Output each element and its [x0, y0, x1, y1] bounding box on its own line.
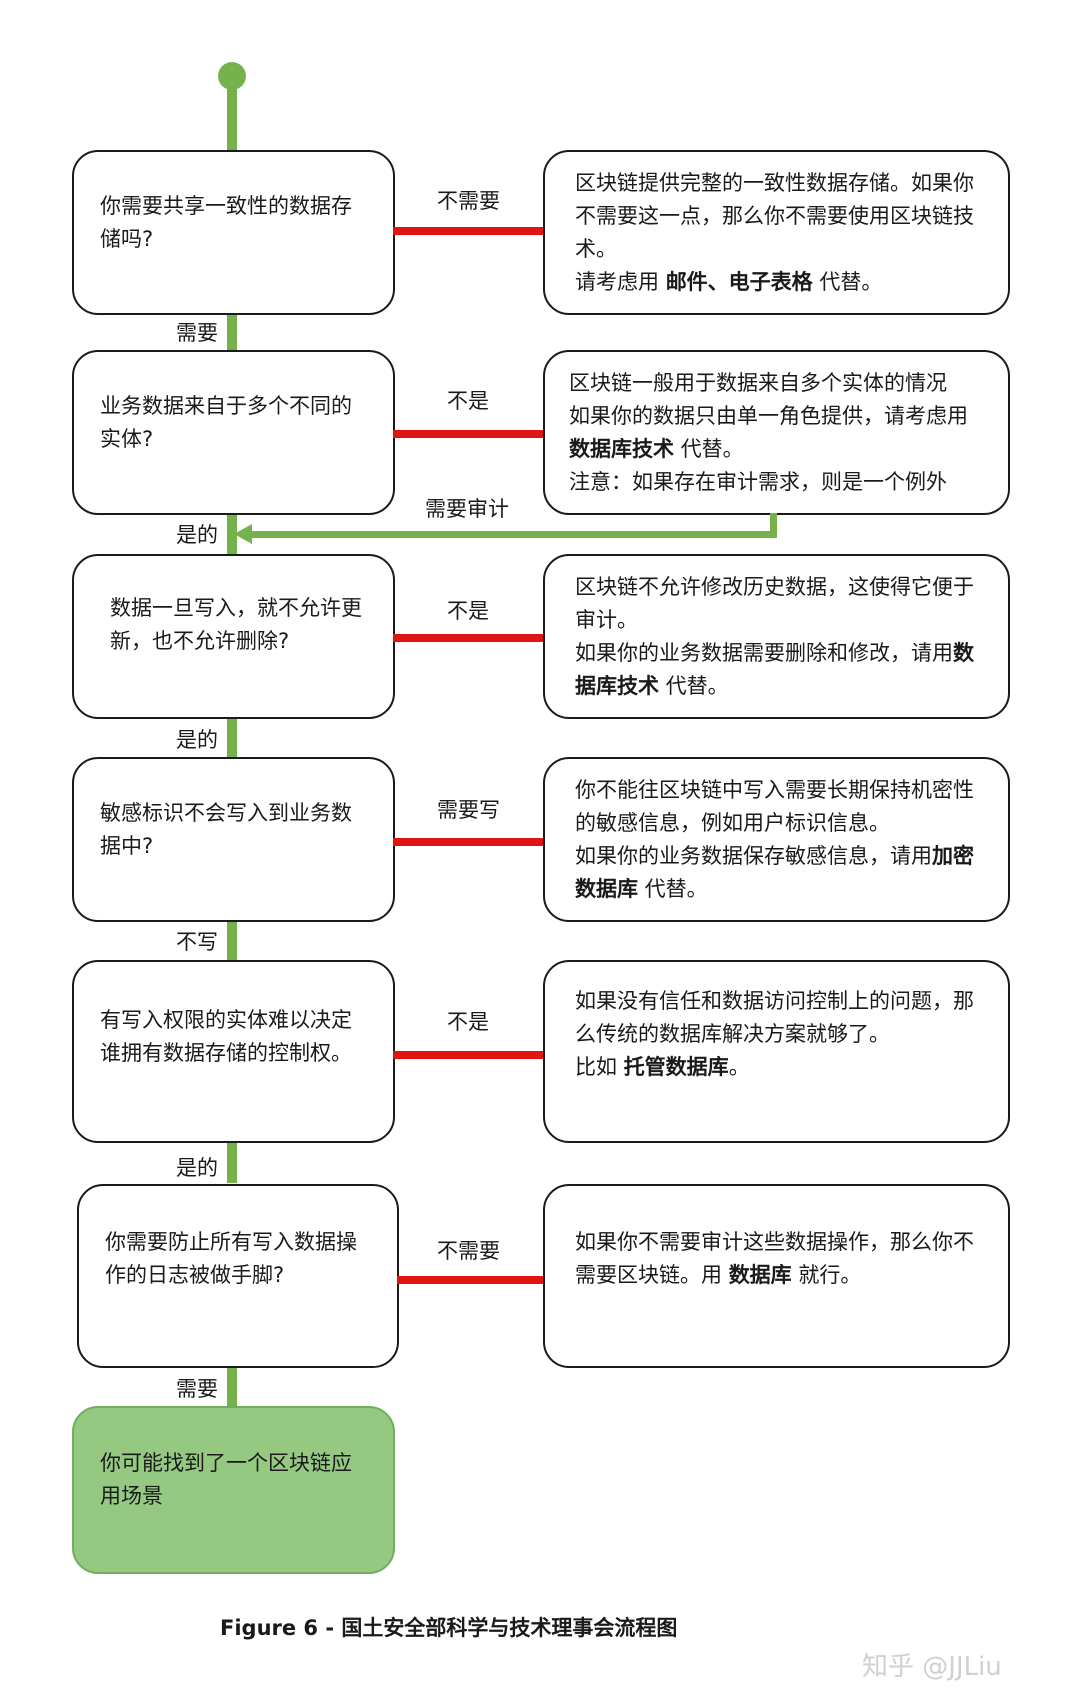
flow-line-start [227, 88, 237, 152]
question-text-1: 你需要共享一致性的数据存储吗? [100, 193, 352, 251]
question-text-3: 数据一旦写入，就不允许更新，也不允许删除? [110, 595, 362, 653]
answer-box-5: 如果没有信任和数据访问控制上的问题，那么传统的数据库解决方案就够了。 比如 托管… [543, 960, 1010, 1143]
no-connector-2 [393, 430, 545, 438]
yes-label-4: 不写 [176, 930, 218, 954]
flow-line-5 [227, 1139, 237, 1183]
yes-label-2: 是的 [176, 523, 218, 547]
start-dot [218, 62, 246, 90]
flow-line-3 [227, 715, 237, 759]
answer-text-6: 如果你不需要审计这些数据操作，那么你不需要区块链。用 数据库 就行。 [575, 1230, 974, 1287]
final-text: 你可能找到了一个区块链应用场景 [100, 1451, 352, 1508]
question-text-4: 敏感标识不会写入到业务数据中? [100, 800, 352, 858]
answer-text-3: 区块链不允许修改历史数据，这使得它便于审计。 如果你的业务数据需要删除和修改，请… [575, 574, 974, 698]
answer-box-1: 区块链提供完整的一致性数据存储。如果你不需要这一点，那么你不需要使用区块链技术。… [543, 150, 1010, 315]
question-box-2: 业务数据来自于多个不同的实体? [72, 350, 395, 515]
no-connector-4 [393, 838, 545, 846]
question-text-6: 你需要防止所有写入数据操作的日志被做手脚? [105, 1230, 357, 1287]
answer-text-5: 如果没有信任和数据访问控制上的问题，那么传统的数据库解决方案就够了。 比如 托管… [575, 989, 974, 1079]
answer-box-3: 区块链不允许修改历史数据，这使得它便于审计。 如果你的业务数据需要删除和修改，请… [543, 554, 1010, 719]
no-label-6: 不需要 [437, 1239, 500, 1263]
figure-title: 国土安全部科学与技术理事会流程图 [341, 1616, 678, 1640]
watermark: 知乎 @JJLiu [862, 1652, 1002, 1682]
flow-line-2 [227, 512, 237, 556]
audit-label: 需要审计 [425, 497, 509, 521]
no-label-4: 需要写 [437, 798, 500, 822]
audit-line-back [248, 531, 777, 538]
no-connector-5 [393, 1051, 545, 1059]
no-connector-3 [393, 634, 545, 642]
no-label-1: 不需要 [437, 189, 500, 213]
yes-label-1: 需要 [176, 321, 218, 345]
question-box-4: 敏感标识不会写入到业务数据中? [72, 757, 395, 922]
question-box-3: 数据一旦写入，就不允许更新，也不允许删除? [72, 554, 395, 719]
answer-text-2: 区块链一般用于数据来自多个实体的情况 如果你的数据只由单一角色提供，请考虑用 数… [569, 370, 968, 494]
answer-box-4: 你不能往区块链中写入需要长期保持机密性的敏感信息，例如用户标识信息。 如果你的业… [543, 757, 1010, 922]
yes-label-5: 是的 [176, 1156, 218, 1180]
figure-number: Figure 6 - [220, 1616, 342, 1640]
no-connector-6 [397, 1276, 545, 1284]
flow-line-1 [227, 312, 237, 352]
no-label-5: 不是 [447, 1010, 489, 1034]
final-box: 你可能找到了一个区块链应用场景 [72, 1406, 395, 1574]
no-label-3: 不是 [447, 599, 489, 623]
figure-caption: Figure 6 - 国土安全部科学与技术理事会流程图 [220, 1612, 677, 1642]
no-label-2: 不是 [447, 389, 489, 413]
no-connector-1 [393, 227, 545, 235]
yes-label-3: 是的 [176, 728, 218, 752]
yes-label-6: 需要 [176, 1377, 218, 1401]
audit-line-down [770, 513, 777, 538]
question-box-6: 你需要防止所有写入数据操作的日志被做手脚? [77, 1184, 399, 1368]
question-text-2: 业务数据来自于多个不同的实体? [100, 393, 352, 451]
question-box-5: 有写入权限的实体难以决定谁拥有数据存储的控制权。 [72, 960, 395, 1143]
flow-line-4 [227, 918, 237, 962]
question-text-5: 有写入权限的实体难以决定谁拥有数据存储的控制权。 [100, 1007, 352, 1065]
answer-text-1: 区块链提供完整的一致性数据存储。如果你不需要这一点，那么你不需要使用区块链技术。… [575, 170, 974, 294]
answer-box-2: 区块链一般用于数据来自多个实体的情况 如果你的数据只由单一角色提供，请考虑用 数… [543, 350, 1010, 515]
answer-text-4: 你不能往区块链中写入需要长期保持机密性的敏感信息，例如用户标识信息。 如果你的业… [575, 777, 974, 901]
question-box-1: 你需要共享一致性的数据存储吗? [72, 150, 395, 315]
answer-box-6: 如果你不需要审计这些数据操作，那么你不需要区块链。用 数据库 就行。 [543, 1184, 1010, 1368]
audit-arrow-head-icon [234, 524, 252, 544]
flow-line-6 [227, 1364, 237, 1406]
